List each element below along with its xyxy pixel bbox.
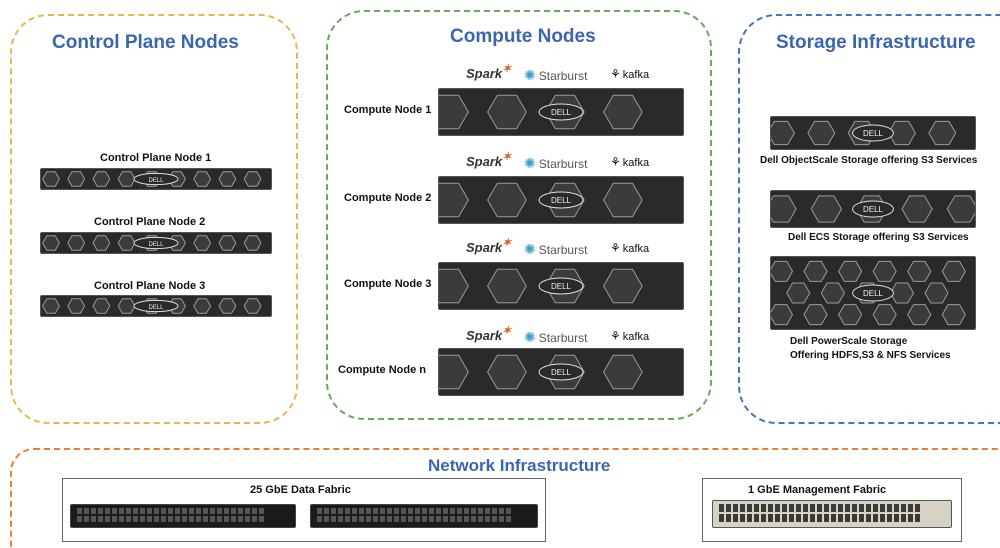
- server-bezel-graphic: DELL: [771, 191, 975, 227]
- dell-logo-icon: [852, 200, 894, 218]
- data-fabric-switch-2: [310, 504, 538, 528]
- dell-logo-text: DELL: [148, 242, 164, 248]
- compute-n-logos: Spark✶ ✺Starburst ⚘kafka: [466, 325, 696, 348]
- compute-3-logos: Spark✶ ✺Starburst ⚘kafka: [466, 237, 696, 260]
- server-bezel-graphic: DELL: [439, 89, 683, 135]
- server-bezel-graphic: DELL: [771, 257, 975, 329]
- compute-node-n-label: Compute Node n: [338, 364, 426, 376]
- network-title: Network Infrastructure: [428, 456, 611, 475]
- powerscale-services-label: Offering HDFS,S3 & NFS Services: [790, 350, 951, 361]
- dell-logo-icon: [133, 299, 179, 313]
- dell-logo-text: DELL: [148, 178, 164, 184]
- control-node-3-server: DELL: [40, 295, 272, 317]
- compute-node-2-label: Compute Node 2: [344, 192, 432, 204]
- dell-logo-icon: [133, 172, 179, 186]
- dell-logo-text: DELL: [551, 108, 572, 117]
- server-bezel-graphic: DELL: [439, 263, 683, 309]
- storage-panel: [738, 14, 1000, 424]
- objectscale-server: DELL: [770, 116, 976, 150]
- kafka-logo: ⚘kafka: [610, 67, 650, 81]
- network-panel: [10, 448, 1000, 548]
- switch-ports-graphic: [317, 508, 511, 522]
- powerscale-label: Dell PowerScale Storage: [790, 336, 908, 347]
- spark-logo: Spark✶: [466, 237, 512, 255]
- dell-logo-icon: [538, 277, 584, 295]
- data-fabric-label: 25 GbE Data Fabric: [250, 484, 351, 496]
- server-bezel-graphic: DELL: [439, 177, 683, 223]
- server-bezel-graphic: DELL: [439, 349, 683, 395]
- server-bezel-graphic: DELL: [41, 233, 271, 253]
- starburst-logo: ✺Starburst: [524, 241, 588, 257]
- mgmt-fabric-switch: [712, 500, 952, 528]
- compute-node-3-label: Compute Node 3: [344, 278, 432, 290]
- compute-2-logos: Spark✶ ✺Starburst ⚘kafka: [466, 151, 696, 174]
- compute-panel: [326, 10, 712, 420]
- dell-logo-icon: [852, 284, 894, 302]
- starburst-logo: ✺Starburst: [524, 329, 588, 345]
- switch-ports-graphic: [77, 508, 264, 522]
- starburst-logo: ✺Starburst: [524, 155, 588, 171]
- server-bezel-graphic: DELL: [41, 296, 271, 316]
- ecs-label: Dell ECS Storage offering S3 Services: [788, 232, 969, 243]
- dell-logo-icon: [852, 124, 894, 142]
- dell-logo-icon: [133, 236, 179, 250]
- compute-1-logos: Spark✶ ✺Starburst ⚘kafka: [466, 63, 696, 86]
- dell-logo-text: DELL: [148, 305, 164, 311]
- dell-logo-text: DELL: [863, 205, 884, 214]
- ecs-server: DELL: [770, 190, 976, 228]
- compute-title: Compute Nodes: [450, 26, 596, 47]
- control-node-2-label: Control Plane Node 2: [94, 216, 206, 228]
- starburst-logo: ✺Starburst: [524, 67, 588, 83]
- dell-logo-icon: [538, 191, 584, 209]
- objectscale-label: Dell ObjectScale Storage offering S3 Ser…: [760, 155, 978, 166]
- control-node-1-server: DELL: [40, 168, 272, 190]
- kafka-logo: ⚘kafka: [610, 329, 650, 343]
- compute-node-1-server: DELL: [438, 88, 684, 136]
- compute-node-2-server: DELL: [438, 176, 684, 224]
- spark-logo: Spark✶: [466, 325, 512, 343]
- kafka-logo: ⚘kafka: [610, 155, 650, 169]
- compute-node-3-server: DELL: [438, 262, 684, 310]
- control-plane-title: Control Plane Nodes: [52, 32, 239, 53]
- dell-logo-text: DELL: [551, 282, 572, 291]
- control-node-2-server: DELL: [40, 232, 272, 254]
- compute-node-1-label: Compute Node 1: [344, 104, 432, 116]
- spark-logo: Spark✶: [466, 151, 512, 169]
- dell-logo-text: DELL: [863, 129, 884, 138]
- mgmt-fabric-label: 1 GbE Management Fabric: [748, 484, 887, 496]
- server-bezel-graphic: DELL: [771, 117, 975, 149]
- dell-logo-icon: [538, 103, 584, 121]
- spark-logo: Spark✶: [466, 63, 512, 81]
- compute-node-n-server: DELL: [438, 348, 684, 396]
- dell-logo-text: DELL: [551, 368, 572, 377]
- server-bezel-graphic: DELL: [41, 169, 271, 189]
- storage-title: Storage Infrastructure: [776, 32, 976, 53]
- switch-ports-graphic: [719, 504, 920, 522]
- dell-logo-text: DELL: [551, 196, 572, 205]
- control-node-1-label: Control Plane Node 1: [100, 152, 212, 164]
- powerscale-server: DELL: [770, 256, 976, 330]
- dell-logo-text: DELL: [863, 289, 884, 298]
- control-node-3-label: Control Plane Node 3: [94, 280, 206, 292]
- control-plane-panel: [10, 14, 298, 424]
- dell-logo-icon: [538, 363, 584, 381]
- data-fabric-switch-1: [70, 504, 296, 528]
- kafka-logo: ⚘kafka: [610, 241, 650, 255]
